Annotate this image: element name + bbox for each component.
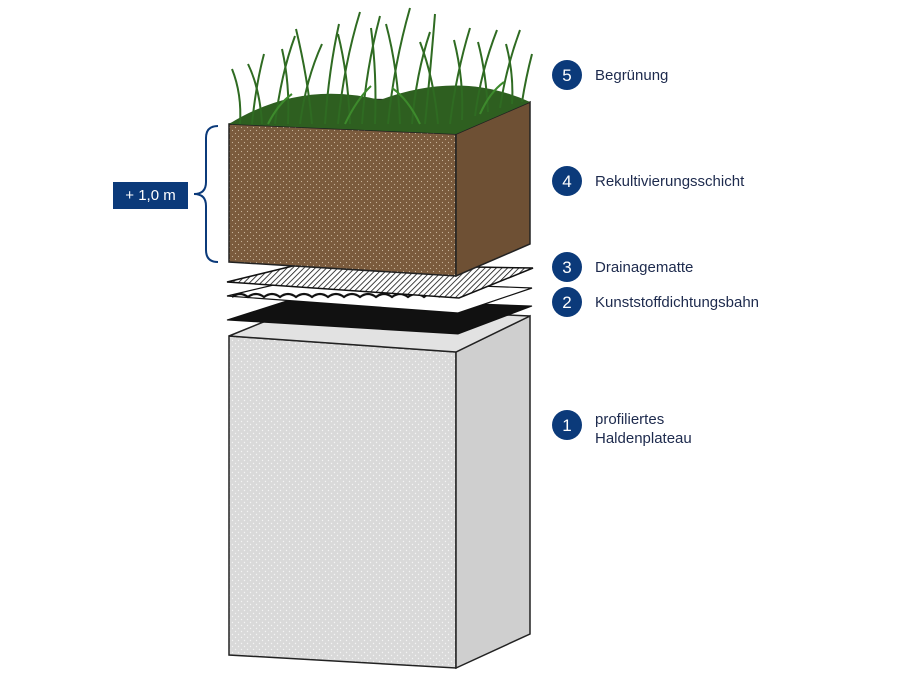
layer-number-badge: 1 bbox=[552, 410, 582, 440]
layer-label-1: 1 profiliertes Haldenplateau bbox=[552, 410, 692, 448]
plateau-block bbox=[228, 305, 531, 670]
thickness-bracket bbox=[193, 125, 219, 263]
layer-number-badge: 2 bbox=[552, 287, 582, 317]
thickness-label: + 1,0 m bbox=[113, 182, 188, 209]
layer-number-badge: 4 bbox=[552, 166, 582, 196]
grass-vegetation bbox=[229, 7, 533, 134]
layer-number-badge: 3 bbox=[552, 252, 582, 282]
layer-label-4: 4 Rekultivierungsschicht bbox=[552, 166, 744, 196]
layer-number-badge: 5 bbox=[552, 60, 582, 90]
layer-label-3: 3 Drainagematte bbox=[552, 252, 693, 282]
layer-name: Rekultivierungsschicht bbox=[595, 173, 745, 190]
layer-name: Begrünung bbox=[595, 67, 669, 84]
layer-name: Drainagematte bbox=[595, 259, 694, 276]
layer-name: Kunststoffdichtungsbahn bbox=[595, 294, 760, 311]
layer-label-2: 2 Kunststoffdichtungsbahn bbox=[552, 287, 759, 317]
layer-label-5: 5 Begrünung bbox=[552, 60, 668, 90]
layer-name: profiliertes Haldenplateau bbox=[595, 411, 692, 447]
